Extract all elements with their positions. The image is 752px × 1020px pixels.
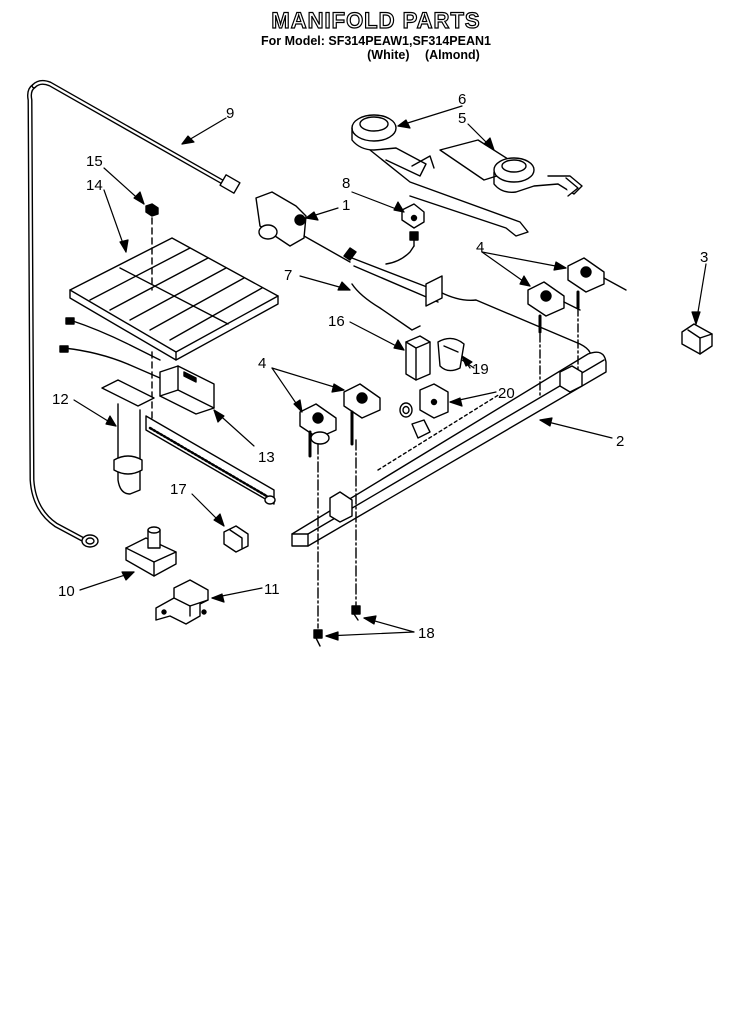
part-6-burner	[351, 114, 529, 237]
part-13-igniter	[59, 317, 215, 421]
callout-17: 17	[170, 481, 187, 498]
callout-19: 19	[472, 361, 489, 378]
part-10-regulator	[125, 526, 177, 577]
part-8-bracket	[401, 203, 425, 247]
part-3-bracket	[681, 323, 713, 355]
callout-3: 3	[700, 249, 708, 266]
valve-c	[567, 257, 627, 310]
callout-12: 12	[52, 391, 69, 408]
color-almond-label: (Almond)	[424, 48, 480, 62]
part-11-bracket	[155, 579, 209, 625]
valve-a	[343, 383, 381, 446]
callout-1: 1	[342, 197, 350, 214]
part-20-switch	[399, 383, 449, 439]
part-1-valve	[255, 191, 351, 263]
callout-18: 18	[418, 625, 435, 642]
diagram-header: MANIFOLD PARTS For Model: SF314PEAW1,SF3…	[0, 7, 752, 62]
callout-13: 13	[258, 449, 275, 466]
callout-8: 8	[342, 175, 350, 192]
page-title: MANIFOLD PARTS	[271, 7, 481, 33]
part-18-screws	[313, 439, 361, 647]
part-16-switch	[405, 335, 431, 381]
valve-b	[299, 403, 337, 458]
part-4-valves	[299, 257, 627, 458]
callout-5: 5	[458, 110, 466, 127]
callout-labels: 9 6 5 8 1 15 14 4 3 7 16 19 20 4 12 13 2…	[52, 91, 708, 642]
part-14-heat-shield	[69, 237, 279, 361]
callout-2: 2	[616, 433, 624, 450]
part-2-manifold	[291, 351, 607, 547]
callout-7: 7	[284, 267, 292, 284]
callout-15: 15	[86, 153, 103, 170]
callout-4-left: 4	[258, 355, 266, 372]
part-17-clip	[223, 525, 249, 553]
callout-20: 20	[498, 385, 515, 402]
callout-11: 11	[264, 581, 280, 598]
color-variants: (White) (Almond)	[95, 48, 752, 62]
callout-9: 9	[226, 105, 234, 122]
callout-leaders	[73, 105, 707, 641]
callout-16: 16	[328, 313, 345, 330]
part-12-bracket	[101, 379, 276, 505]
callout-14: 14	[86, 177, 103, 194]
callout-6: 6	[458, 91, 466, 108]
callout-10: 10	[58, 583, 75, 600]
part-19-knob	[437, 337, 465, 372]
model-line: For Model: SF314PEAW1,SF314PEAN1	[261, 34, 491, 48]
color-white-label: (White)	[367, 48, 410, 62]
part-9-gas-tube	[27, 79, 241, 548]
part-5-burner	[439, 139, 583, 197]
valve-d	[527, 281, 581, 334]
callout-4-right: 4	[476, 239, 484, 256]
part-15-nut	[145, 203, 159, 291]
